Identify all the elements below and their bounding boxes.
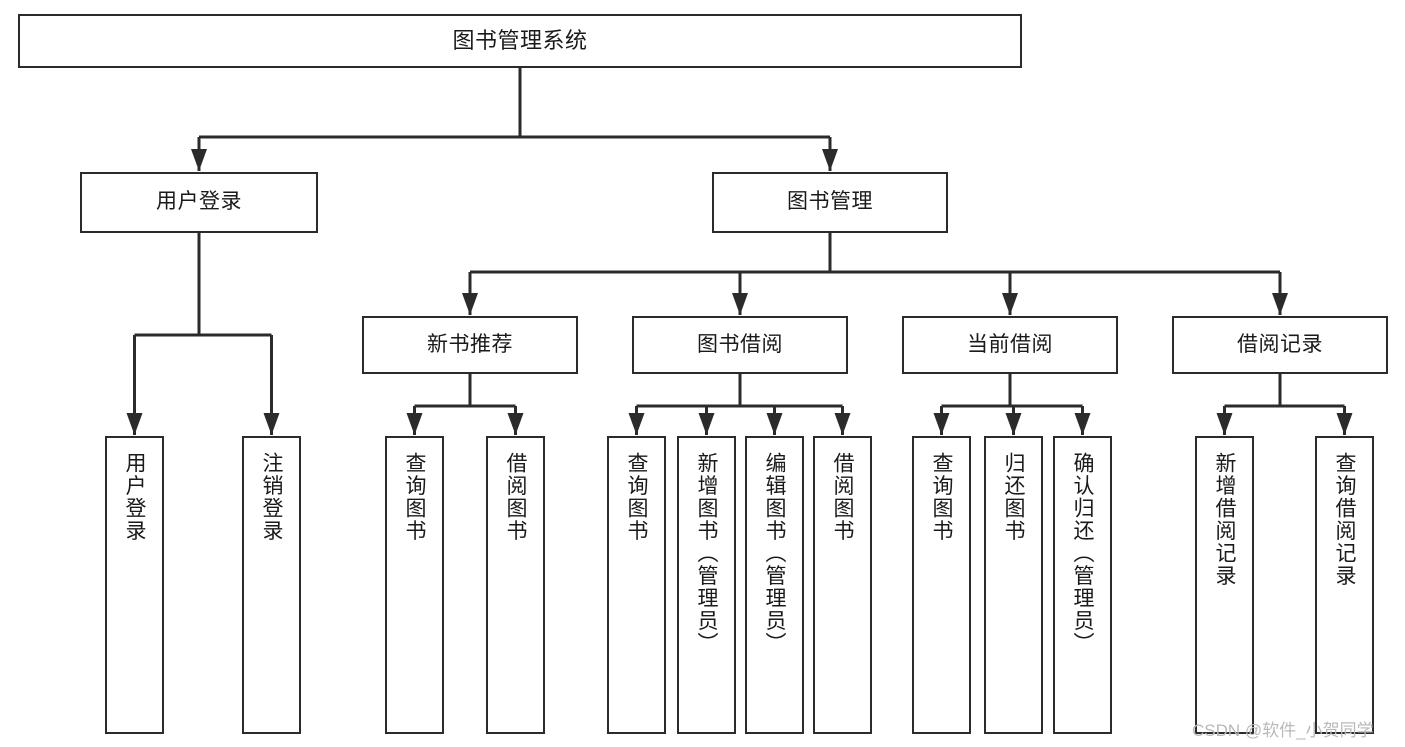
node-leaf-return-book[interactable]: 归还图书 (984, 436, 1043, 734)
node-label: 查询图书 (403, 452, 426, 542)
arrow-head-leaf-edit-book (766, 413, 783, 435)
arrow-head-leaf-user-login (126, 413, 143, 435)
arrow-head-l2-current-borrow (1002, 293, 1018, 315)
arrow-head-leaf-borrow-book (834, 413, 851, 435)
arrow-head-l2-borrow-record (1272, 293, 1288, 315)
arrow-head-l2-new-book-rec (462, 293, 478, 315)
node-label: 借阅记录 (1237, 332, 1323, 356)
node-label: 归还图书 (1002, 452, 1025, 542)
node-l1-user-login[interactable]: 用户登录 (80, 172, 318, 233)
node-leaf-query-book-cur[interactable]: 查询图书 (912, 436, 971, 734)
arrow-head-leaf-query-book-cur (933, 413, 950, 435)
node-leaf-add-record[interactable]: 新增借阅记录 (1195, 436, 1254, 734)
node-leaf-user-login[interactable]: 用户登录 (105, 436, 164, 734)
arrow-head-leaf-return-book (1005, 413, 1022, 435)
arrow-head-leaf-query-book-rec (406, 413, 423, 435)
node-leaf-logout-login[interactable]: 注销登录 (242, 436, 301, 734)
node-label: 图书管理 (787, 190, 873, 214)
node-label: 图书管理系统 (452, 28, 588, 54)
arrow-head-leaf-confirm-return (1074, 413, 1091, 435)
arrow-head-leaf-logout-login (263, 413, 280, 435)
node-leaf-add-book[interactable]: 新增图书（管理员） (677, 436, 736, 734)
node-label: 查询图书 (625, 452, 648, 542)
node-l1-book-manage[interactable]: 图书管理 (712, 172, 948, 233)
arrow-head-leaf-query-record (1336, 413, 1353, 435)
node-label: 新增借阅记录 (1213, 452, 1236, 587)
node-label: 新增图书（管理员） (695, 452, 718, 655)
node-label: 用户登录 (123, 452, 146, 542)
node-label: 借阅图书 (504, 452, 527, 542)
arrow-head-leaf-add-record (1216, 413, 1233, 435)
arrow-head-leaf-query-book (628, 413, 645, 435)
node-label: 查询图书 (930, 452, 953, 542)
node-leaf-borrow-book[interactable]: 借阅图书 (813, 436, 872, 734)
node-leaf-borrow-book-rec[interactable]: 借阅图书 (486, 436, 545, 734)
node-leaf-query-record[interactable]: 查询借阅记录 (1315, 436, 1374, 734)
node-leaf-query-book[interactable]: 查询图书 (607, 436, 666, 734)
node-l2-current-borrow[interactable]: 当前借阅 (902, 316, 1118, 374)
node-label: 图书借阅 (697, 332, 783, 356)
arrow-head-leaf-add-book (698, 413, 715, 435)
node-l2-book-borrow[interactable]: 图书借阅 (632, 316, 848, 374)
node-leaf-query-book-rec[interactable]: 查询图书 (385, 436, 444, 734)
arrow-head-leaf-borrow-book-rec (507, 413, 524, 435)
node-label: 注销登录 (260, 452, 283, 542)
arrow-head-l1-book-manage (822, 149, 838, 171)
node-label: 查询借阅记录 (1333, 452, 1356, 587)
node-leaf-edit-book[interactable]: 编辑图书（管理员） (745, 436, 804, 734)
node-label: 用户登录 (156, 190, 242, 214)
node-label: 编辑图书（管理员） (763, 452, 786, 655)
node-label: 新书推荐 (427, 332, 513, 356)
node-l2-borrow-record[interactable]: 借阅记录 (1172, 316, 1388, 374)
node-l2-new-book-rec[interactable]: 新书推荐 (362, 316, 578, 374)
node-label: 借阅图书 (831, 452, 854, 542)
node-leaf-confirm-return[interactable]: 确认归还（管理员） (1053, 436, 1112, 734)
node-root[interactable]: 图书管理系统 (18, 14, 1022, 68)
arrow-head-l1-user-login (191, 149, 207, 171)
node-label: 确认归还（管理员） (1071, 452, 1094, 655)
arrow-head-l2-book-borrow (732, 293, 748, 315)
node-label: 当前借阅 (967, 332, 1053, 356)
